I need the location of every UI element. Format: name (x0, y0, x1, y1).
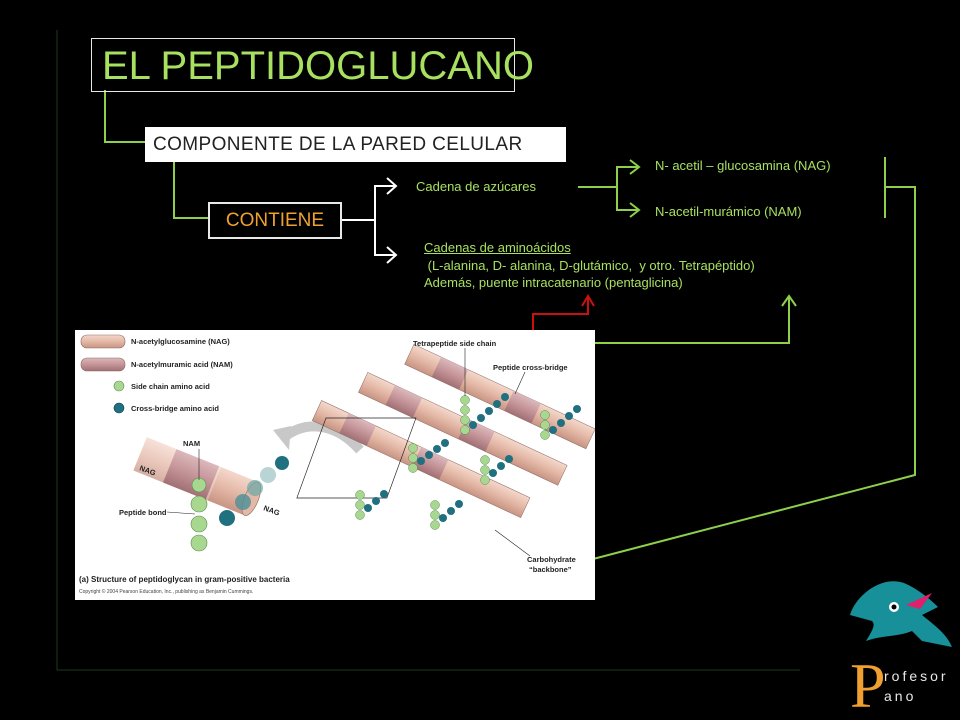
detail-amino-chain (190, 456, 289, 552)
label-backbone: “backbone” (529, 565, 572, 574)
label-cross-bridge: Peptide cross-bridge (493, 363, 568, 372)
peptidoglycan-illustration: N-acetylglucosamine (NAG) N-acetylmurami… (79, 334, 596, 595)
curved-arrow-icon (273, 426, 291, 450)
amino-title: Cadenas de aminoácidos (424, 240, 571, 255)
label-nam: NAM (183, 439, 200, 448)
legend-nag: N-acetylglucosamine (NAG) (131, 337, 230, 346)
logo-letter: P (850, 650, 886, 715)
logo-line2: ano (884, 688, 916, 704)
logo-line1: rofesor (884, 668, 949, 684)
legend-cross-bridge: Cross-bridge amino acid (131, 404, 219, 413)
figure-caption: (a) Structure of peptidoglycan in gram-p… (79, 575, 290, 584)
label-peptide-bond: Peptide bond (119, 508, 167, 517)
nag-label: N- acetil – glucosamina (NAG) (655, 158, 831, 173)
label-tetrapeptide: Tetrapeptide side chain (413, 339, 497, 348)
component-label: COMPONENTE DE LA PARED CELULAR (145, 127, 566, 162)
profesor-logo: P rofesor ano (842, 575, 954, 720)
sugar-chain-label: Cadena de azúcares (416, 179, 536, 194)
figure-copyright: Copyright © 2004 Pearson Education, Inc.… (79, 588, 253, 595)
nam-label: N-acetil-murámico (NAM) (655, 204, 802, 219)
amino-acid-chains (355, 393, 581, 530)
contains-label: CONTIENE (208, 202, 342, 239)
label-nag-right: NAG (262, 503, 281, 517)
amino-acid-chains-text: Cadenas de aminoácidos (L-alanina, D- al… (424, 239, 755, 292)
amino-detail: (L-alanina, D- alanina, D-glutámico, y o… (424, 257, 755, 273)
legend-nam: N-acetylmuramic acid (NAM) (131, 360, 233, 369)
legend-side-chain: Side chain amino acid (131, 382, 210, 391)
amino-bridge: Además, puente intracatenario (pentaglic… (424, 275, 683, 290)
figure-legend: N-acetylglucosamine (NAG) N-acetylmurami… (80, 334, 233, 414)
page-title: EL PEPTIDOGLUCANO (91, 38, 534, 92)
label-carbohydrate: Carbohydrate (527, 555, 576, 564)
peptidoglycan-figure: N-acetylglucosamine (NAG) N-acetylmurami… (75, 330, 596, 600)
bird-logo-icon: P rofesor ano (850, 581, 952, 720)
